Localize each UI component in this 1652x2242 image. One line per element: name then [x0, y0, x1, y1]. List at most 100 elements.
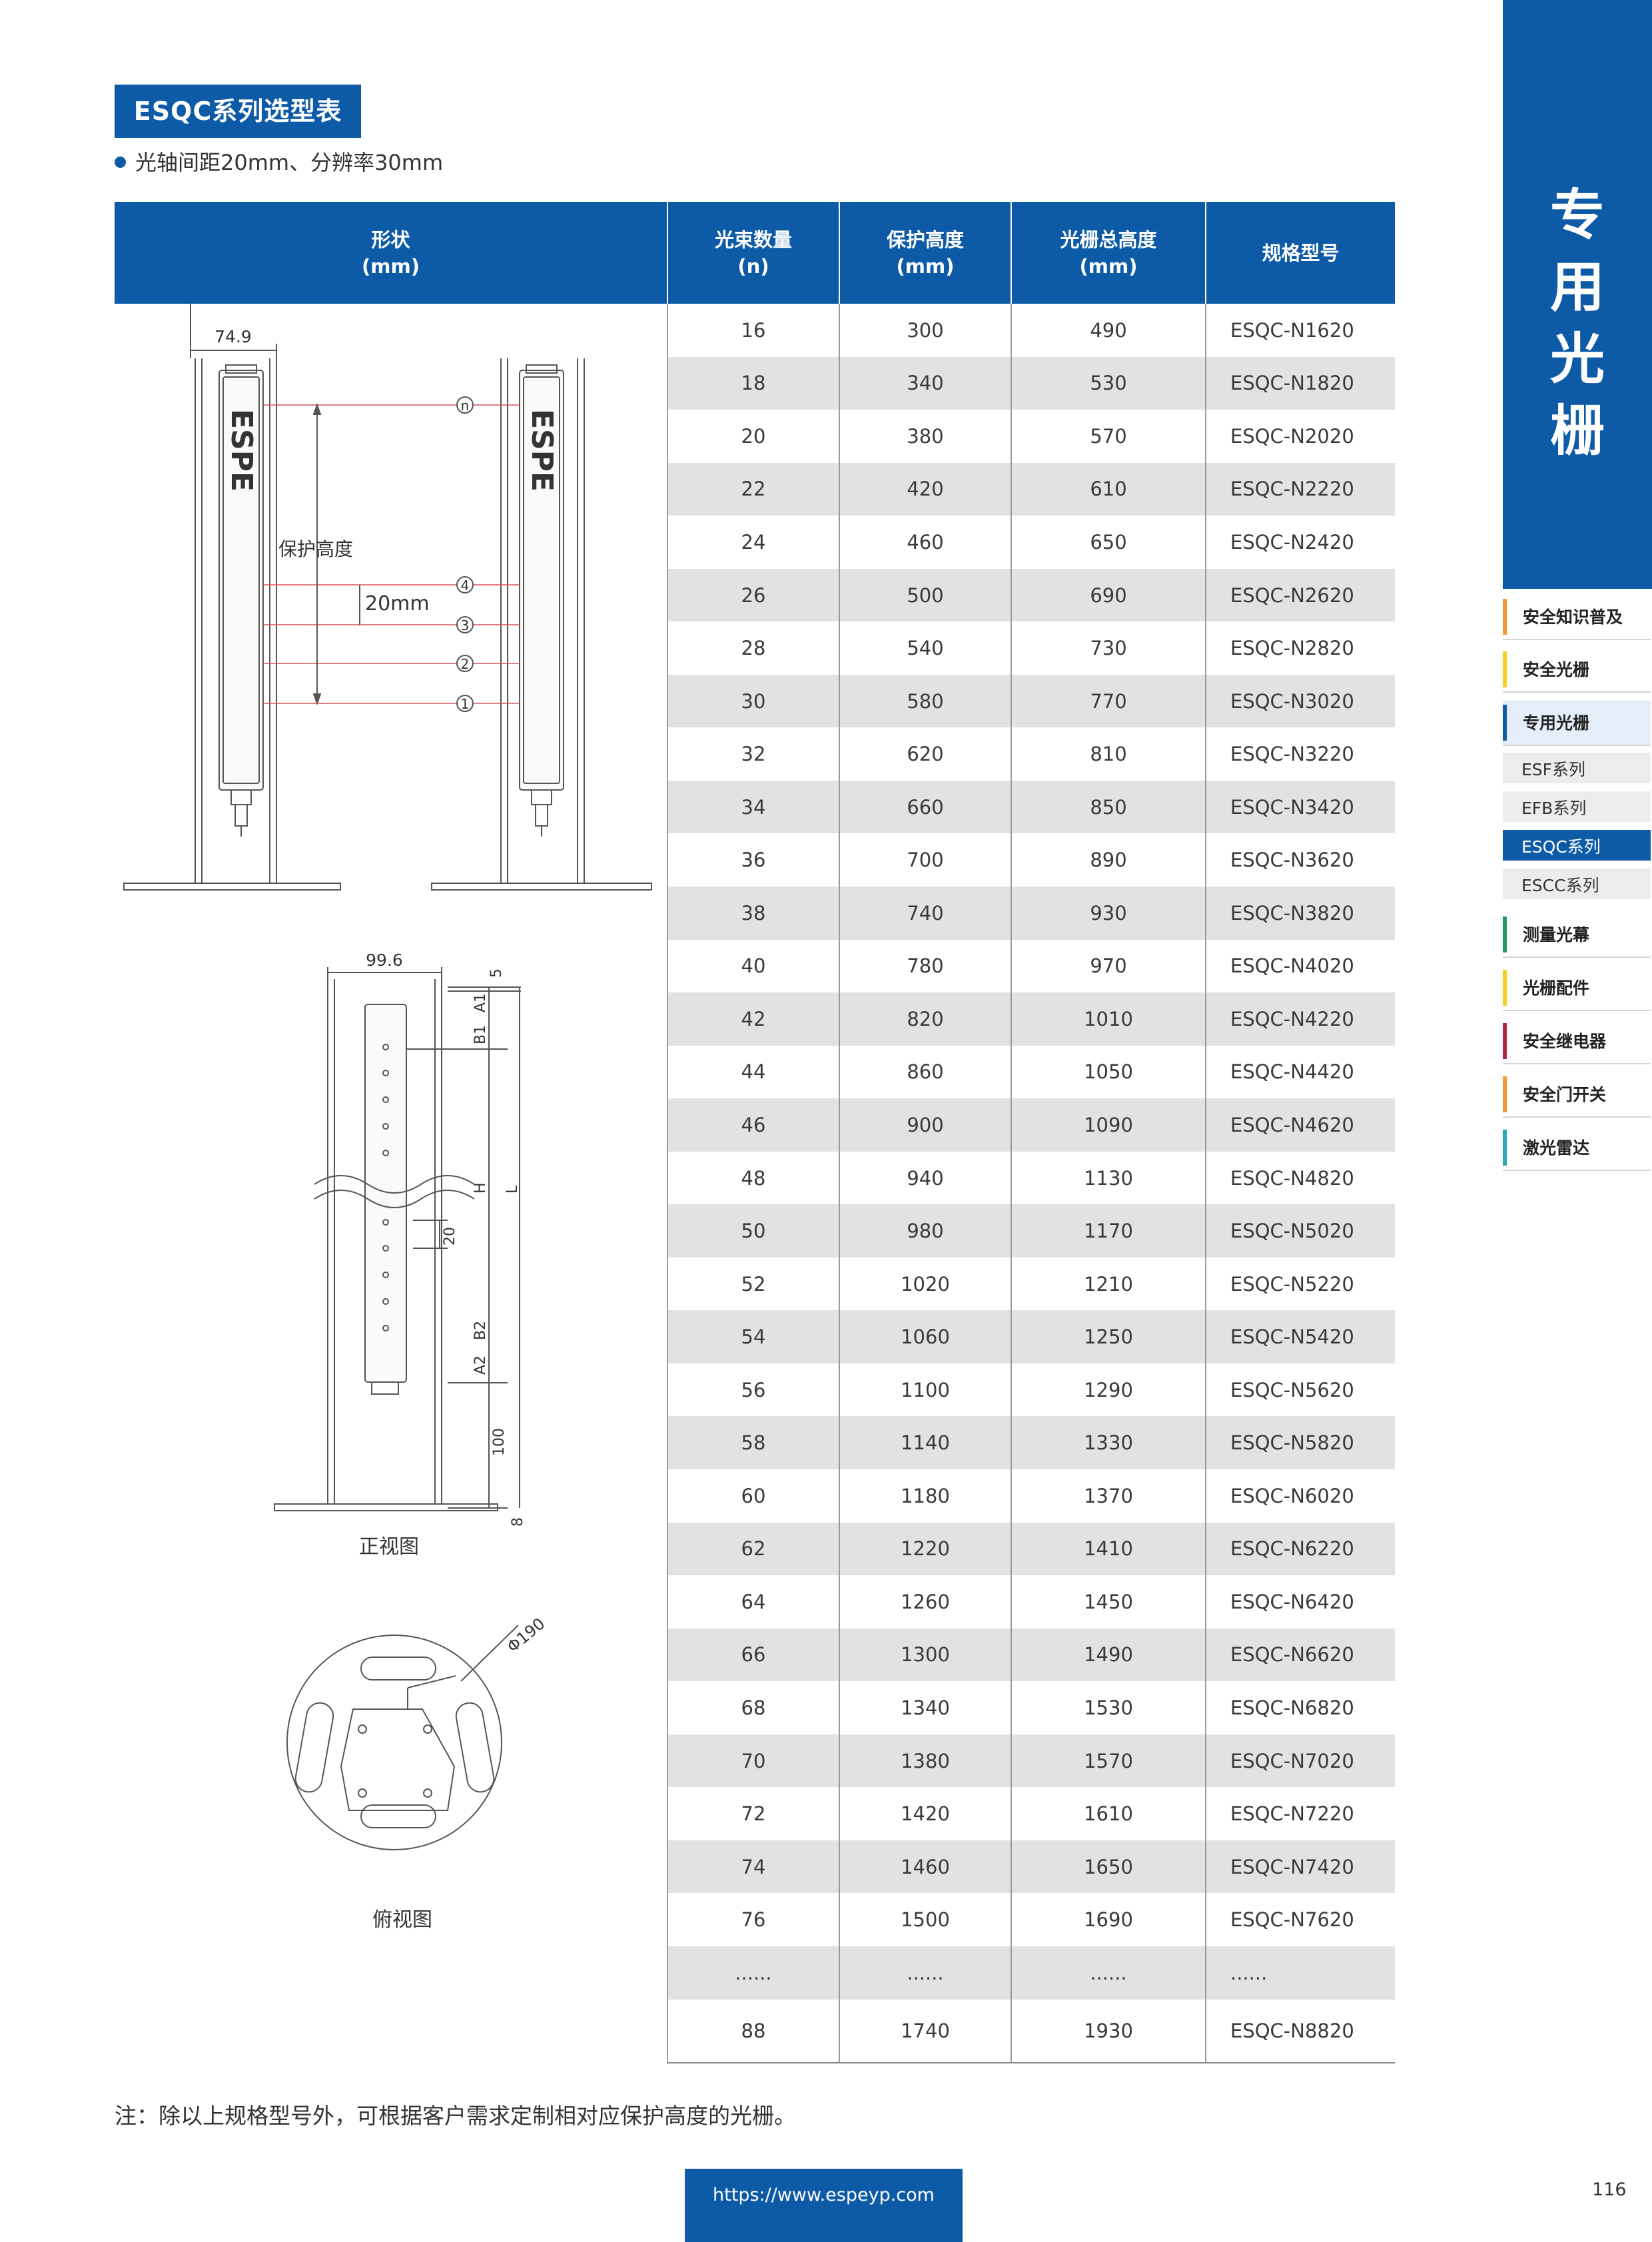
protect-height-label: 保护高度 — [278, 538, 353, 560]
protect-height-cell: 620 — [839, 727, 1011, 781]
model-cell: ESQC-N3020 — [1205, 674, 1395, 728]
nav-safety-light-curtain[interactable]: 安全光栅 — [1503, 647, 1651, 693]
page-number: 116 — [1592, 2179, 1627, 2200]
dim-b2: B2 — [472, 1321, 489, 1340]
nav-safety-door-switch[interactable]: 安全门开关 — [1503, 1072, 1651, 1118]
section-tab: 专 用 光 栅 — [1503, 0, 1652, 589]
beam-mark-4: 4 — [461, 577, 470, 593]
nav-curtain-accessories[interactable]: 光栅配件 — [1503, 966, 1651, 1011]
beam-count-cell: 52 — [667, 1257, 839, 1311]
total-height-cell: ...... — [1011, 1946, 1206, 2000]
nav-special-light-curtain[interactable]: 专用光栅 — [1503, 701, 1651, 746]
total-height-cell: 1410 — [1011, 1522, 1206, 1576]
beam-count-cell: 56 — [667, 1363, 839, 1417]
beam-count-cell: 18 — [667, 356, 839, 410]
dim-5: 5 — [488, 968, 505, 978]
model-cell: ESQC-N6220 — [1205, 1522, 1395, 1576]
total-height-cell: 1690 — [1011, 1893, 1206, 1946]
beam-count-cell: 30 — [667, 674, 839, 728]
model-cell: ESQC-N3620 — [1205, 833, 1395, 887]
beam-count-cell: 44 — [667, 1045, 839, 1099]
nav-laser-radar[interactable]: 激光雷达 — [1503, 1126, 1651, 1171]
nav-sub-esf[interactable]: ESF系列 — [1503, 753, 1651, 787]
col-header-model: 规格型号 — [1206, 202, 1395, 304]
protect-height-cell: 500 — [839, 568, 1011, 622]
protect-height-cell: 380 — [839, 410, 1011, 463]
product-drawings: 74.9 ESPE ESPE 保护高度 20mm n 4 3 2 1 — [123, 304, 652, 1932]
beam-count-cell: 70 — [667, 1734, 839, 1788]
beam-mark-2: 2 — [461, 656, 470, 672]
beam-count-cell: 62 — [667, 1522, 839, 1576]
protect-height-cell: 1300 — [839, 1628, 1011, 1682]
nav-color-bar — [1503, 599, 1507, 635]
nav-measuring-curtain[interactable]: 测量光幕 — [1503, 913, 1651, 958]
model-cell: ...... — [1205, 1946, 1395, 2000]
protect-height-cell: 1140 — [839, 1416, 1011, 1470]
page-title: ESQC系列选型表 — [115, 85, 361, 138]
model-cell: ESQC-N7420 — [1205, 1840, 1395, 1894]
total-height-cell: 1330 — [1011, 1416, 1206, 1470]
model-cell: ESQC-N5220 — [1205, 1257, 1395, 1311]
dim-l: L — [504, 1185, 521, 1194]
beam-count-cell: 20 — [667, 410, 839, 463]
nav-color-bar — [1503, 917, 1507, 952]
model-cell: ESQC-N5620 — [1205, 1363, 1395, 1417]
protect-height-cell: 940 — [839, 1151, 1011, 1205]
model-cell: ESQC-N2820 — [1205, 621, 1395, 675]
beam-count-cell: 88 — [667, 1999, 839, 2063]
pitch-label: 20mm — [365, 592, 430, 615]
footnote: 注：除以上规格型号外，可根据客户需求定制相对应保护高度的光栅。 — [115, 2103, 796, 2129]
dim-h: H — [472, 1182, 489, 1194]
front-width-label: 99.6 — [366, 950, 403, 970]
beam-count-cell: 74 — [667, 1840, 839, 1894]
beam-count-cell: 38 — [667, 887, 839, 940]
beam-count-cell: 24 — [667, 516, 839, 569]
model-cell: ESQC-N5820 — [1205, 1416, 1395, 1470]
model-cell: ESQC-N5420 — [1205, 1310, 1395, 1363]
total-height-cell: 650 — [1011, 516, 1206, 569]
protect-height-cell: 700 — [839, 833, 1011, 887]
model-cell: ESQC-N4820 — [1205, 1151, 1395, 1205]
nav-sub-efb[interactable]: EFB系列 — [1503, 791, 1651, 826]
website-link[interactable]: https://www.espeyp.com — [685, 2169, 963, 2242]
col-header-total-height: 光栅总高度(mm) — [1011, 202, 1206, 304]
front-view-drawing — [274, 967, 521, 1511]
model-cell: ESQC-N7620 — [1205, 1893, 1395, 1946]
beam-count-cell: 28 — [667, 621, 839, 675]
beam-count-cell: 42 — [667, 992, 839, 1046]
beam-count-cell: ...... — [667, 1946, 839, 2000]
nav-sub-escc[interactable]: ESCC系列 — [1503, 869, 1651, 903]
protect-height-cell: 1020 — [839, 1257, 1011, 1311]
beam-count-cell: 58 — [667, 1416, 839, 1470]
protect-height-cell: 1740 — [839, 1999, 1011, 2063]
total-height-cell: 730 — [1011, 621, 1206, 675]
nav-safety-relay[interactable]: 安全继电器 — [1503, 1019, 1651, 1064]
model-cell: ESQC-N7220 — [1205, 1787, 1395, 1840]
protect-height-cell: 900 — [839, 1098, 1011, 1152]
beam-count-cell: 46 — [667, 1098, 839, 1152]
total-height-cell: 610 — [1011, 462, 1206, 516]
nav-sub-esqc[interactable]: ESQC系列 — [1503, 830, 1651, 865]
front-view-caption: 正视图 — [359, 1535, 419, 1559]
protect-height-cell: 1060 — [839, 1310, 1011, 1363]
total-height-cell: 890 — [1011, 833, 1206, 887]
model-cell: ESQC-N3420 — [1205, 780, 1395, 834]
protect-height-cell: 1100 — [839, 1363, 1011, 1417]
nav-safety-knowledge[interactable]: 安全知识普及 — [1503, 595, 1651, 640]
